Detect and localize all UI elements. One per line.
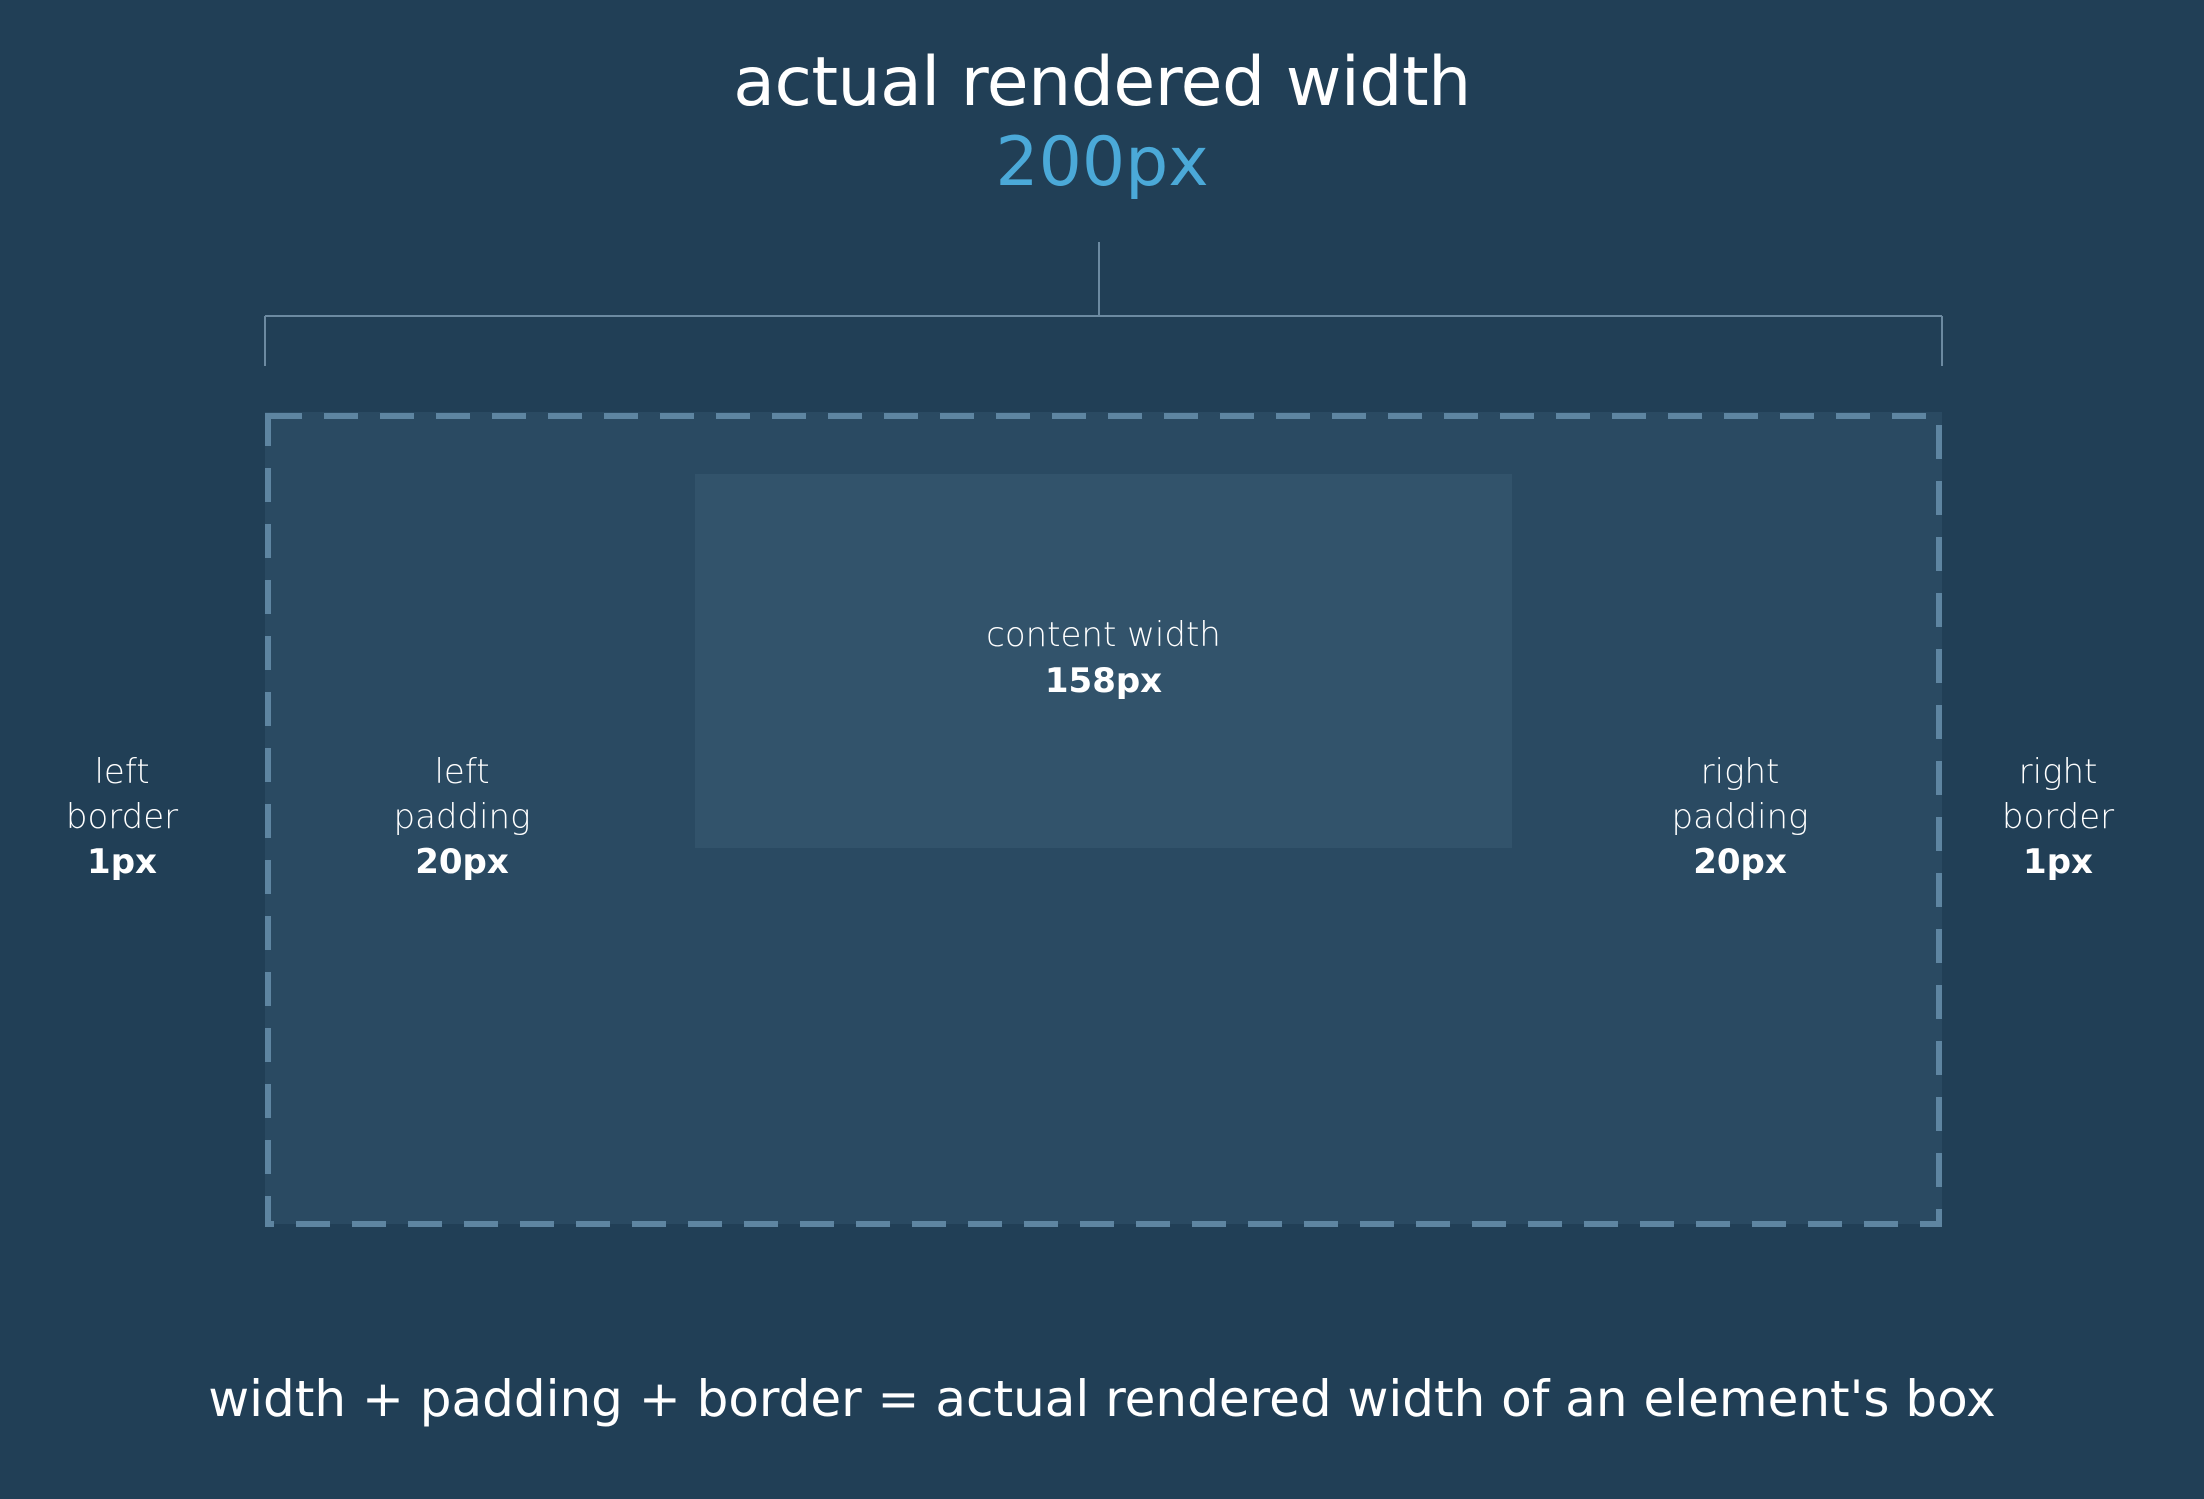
right-border-label-line1: right <box>2018 752 2098 792</box>
left-padding-label-line1: left <box>434 752 490 792</box>
left-padding-annotation: left padding 20px <box>352 750 572 885</box>
right-border-label-line2: border <box>2001 797 2115 837</box>
left-border-annotation: left border 1px <box>12 750 232 885</box>
right-padding-annotation: right padding 20px <box>1630 750 1850 885</box>
right-padding-label-line1: right <box>1700 752 1780 792</box>
left-border-value: 1px <box>87 842 157 882</box>
diagram-title: actual rendered width <box>733 43 1471 122</box>
right-padding-label-line2: padding <box>1671 797 1809 837</box>
left-padding-label-line2: padding <box>393 797 531 837</box>
right-padding-value: 20px <box>1693 842 1787 882</box>
left-border-label-line1: left <box>94 752 150 792</box>
left-padding-value: 20px <box>415 842 509 882</box>
content-width-label: content width <box>986 615 1221 655</box>
content-width-value: 158px <box>1044 661 1163 701</box>
total-width-value: 200px <box>995 123 1209 202</box>
formula-caption: width + padding + border = actual render… <box>208 1370 1996 1428</box>
left-border-label-line2: border <box>65 797 179 837</box>
right-border-annotation: right border 1px <box>1948 750 2168 885</box>
content-area <box>695 474 1512 848</box>
right-border-value: 1px <box>2023 842 2093 882</box>
border-outline <box>265 413 1942 1227</box>
